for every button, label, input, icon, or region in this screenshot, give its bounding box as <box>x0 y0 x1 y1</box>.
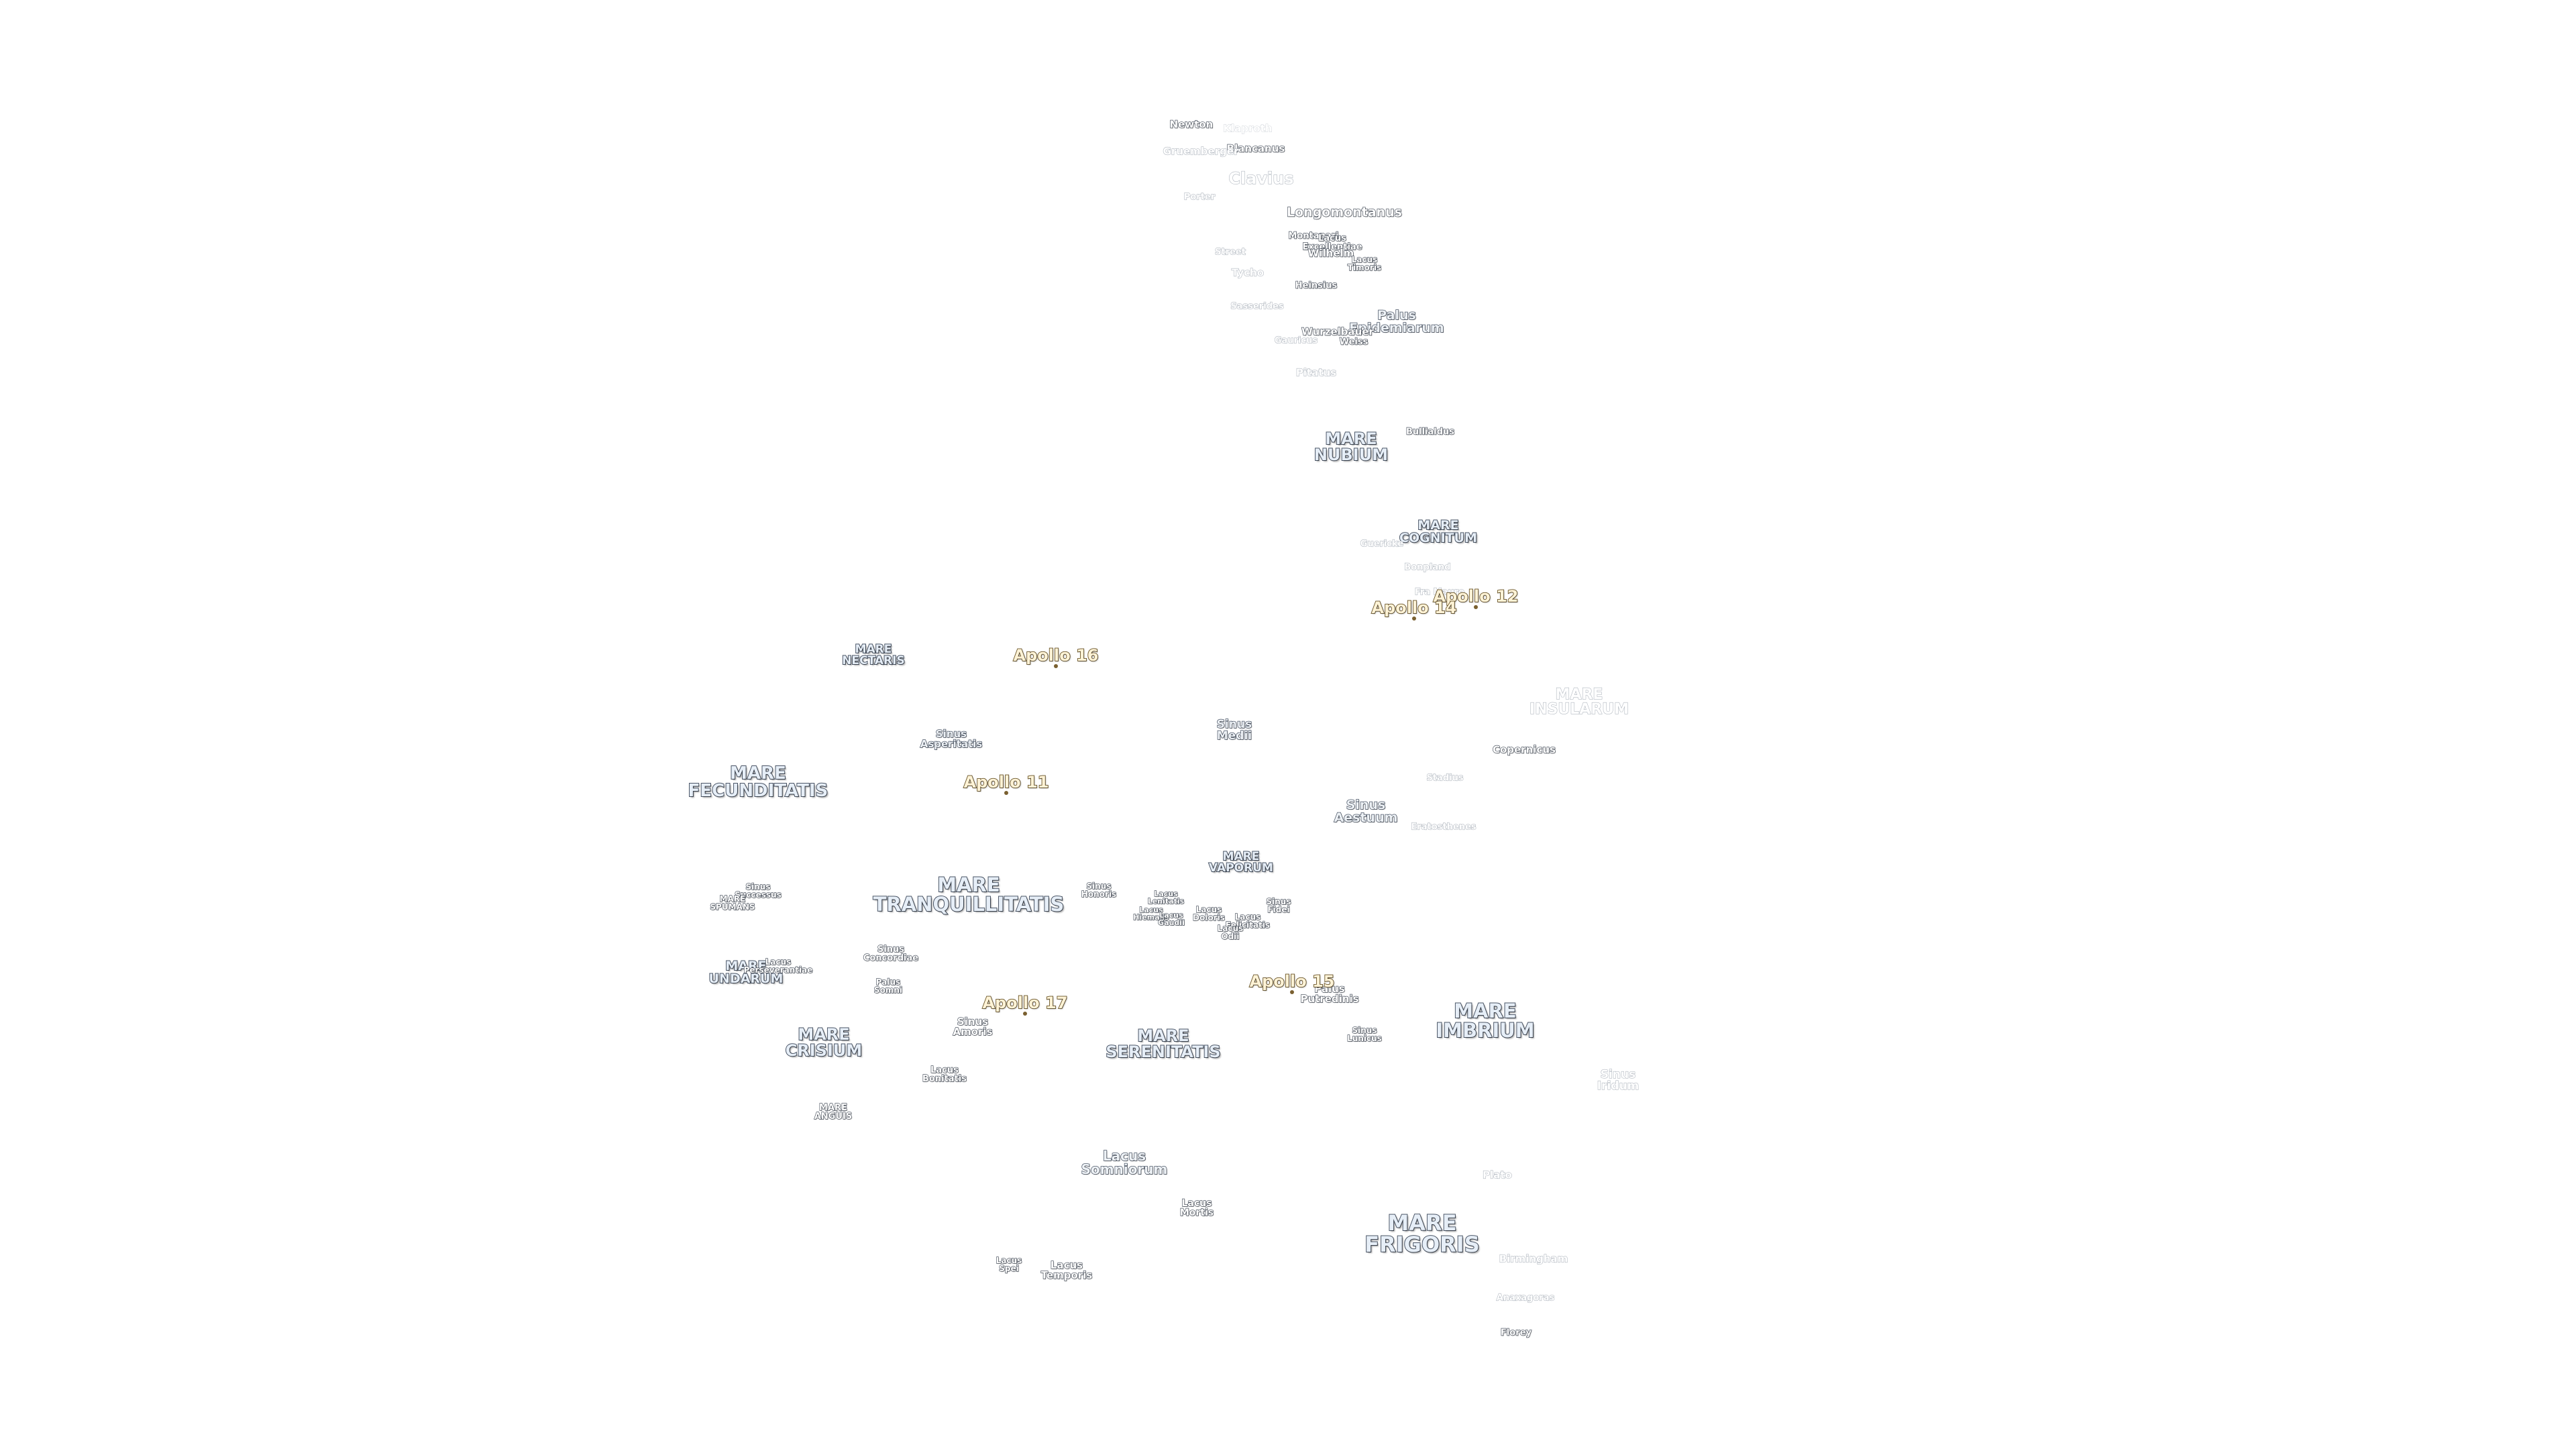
feature-label-gauricus[interactable]: Gauricus <box>1274 335 1318 346</box>
feature-label-sinus-medii[interactable]: Sinus Medii <box>1216 718 1252 743</box>
feature-label-weiss[interactable]: Weiss <box>1339 337 1368 347</box>
feature-label-lacus-hiemalis[interactable]: Lacus Hiemalis <box>1133 906 1170 922</box>
landing-site-marker-apollo-16[interactable] <box>1054 664 1058 668</box>
feature-label-lacus-excellentiae[interactable]: Lacus Excellentiae <box>1302 233 1362 252</box>
feature-label-lacus-felicitatis[interactable]: Lacus Felicitatis <box>1225 912 1271 930</box>
feature-label-lacus-perseverantiae[interactable]: Lacus Perseverantiae <box>743 957 813 975</box>
landing-site-marker-apollo-17[interactable] <box>1023 1012 1027 1016</box>
feature-label-mare-serenitatis[interactable]: MARE SERENITATIS <box>1105 1026 1221 1061</box>
feature-label-mare-anguis[interactable]: MARE ANGUIS <box>814 1103 853 1122</box>
feature-label-palus-somni[interactable]: Palus Somni <box>873 977 903 995</box>
feature-label-mare-undarum[interactable]: MARE UNDARUM <box>708 959 784 986</box>
feature-label-lacus-lenitatis[interactable]: Lacus Lenitatis <box>1147 890 1185 906</box>
feature-label-lacus-timoris[interactable]: Lacus Timoris <box>1347 255 1382 272</box>
feature-label-sinus-aestuum[interactable]: Sinus Aestuum <box>1334 798 1398 825</box>
landing-site-label-apollo-14[interactable]: Apollo 14 <box>1371 598 1458 617</box>
feature-label-lacus-bonitatis[interactable]: Lacus Bonitatis <box>922 1065 967 1084</box>
feature-label-mare-insularum[interactable]: MARE INSULARUM <box>1529 686 1629 718</box>
feature-label-mare-cognitum[interactable]: MARE COGNITUM <box>1399 518 1478 545</box>
feature-label-gruemberger[interactable]: Gruemberger <box>1163 145 1239 158</box>
feature-label-palus-epidemiarum[interactable]: Palus Epidemiarum <box>1349 308 1445 335</box>
feature-label-bullialdus[interactable]: Bullialdus <box>1405 427 1455 437</box>
feature-label-wilhelm[interactable]: Wilhelm <box>1307 247 1354 260</box>
feature-label-lacus-somniorum[interactable]: Lacus Somniorum <box>1081 1148 1168 1177</box>
feature-label-bonpland[interactable]: Bonpland <box>1404 562 1451 573</box>
landing-site-label-apollo-15[interactable]: Apollo 15 <box>1249 972 1336 991</box>
feature-label-mare-spumans[interactable]: MARE SPUMANS <box>710 894 756 912</box>
landing-site-marker-apollo-14[interactable] <box>1412 616 1416 621</box>
feature-label-sinus-lunicus[interactable]: Sinus Lunicus <box>1346 1026 1382 1043</box>
feature-label-blancanus[interactable]: Blancanus <box>1226 142 1285 155</box>
feature-label-mare-vaporum[interactable]: MARE VAPORUM <box>1208 850 1274 875</box>
feature-label-porter[interactable]: Porter <box>1183 192 1216 203</box>
landing-site-marker-apollo-15[interactable] <box>1290 990 1294 994</box>
feature-label-sinus-asperitatis[interactable]: Sinus Asperitatis <box>920 728 983 750</box>
feature-label-mare-fecunditatis[interactable]: MARE FECUNDITATIS <box>688 763 829 801</box>
feature-label-sinus-amoris[interactable]: Sinus Amoris <box>953 1016 993 1038</box>
feature-label-sinus-concordiae[interactable]: Sinus Concordiae <box>863 945 919 963</box>
feature-label-lacus-temporis[interactable]: Lacus Temporis <box>1040 1259 1093 1281</box>
landing-site-marker-apollo-11[interactable] <box>1004 791 1008 795</box>
feature-label-florey[interactable]: Florey <box>1500 1328 1532 1338</box>
feature-label-wurzelbauer[interactable]: Wurzelbauer <box>1301 325 1374 338</box>
feature-label-montanari[interactable]: Montanari <box>1288 231 1339 241</box>
feature-label-tycho[interactable]: Tycho <box>1231 266 1265 279</box>
landing-site-label-apollo-17[interactable]: Apollo 17 <box>982 994 1069 1012</box>
feature-label-pitatus[interactable]: Pitatus <box>1295 366 1337 379</box>
feature-label-sasserides[interactable]: Sasserides <box>1230 301 1284 312</box>
feature-label-plato[interactable]: Plato <box>1483 1169 1513 1181</box>
feature-label-lacus-doloris[interactable]: Lacus Doloris <box>1192 905 1225 922</box>
feature-label-mare-frigoris[interactable]: MARE FRIGORIS <box>1364 1210 1480 1257</box>
feature-label-mare-imbrium[interactable]: MARE IMBRIUM <box>1435 1000 1535 1042</box>
feature-label-lacus-gaudii[interactable]: Lacus Gaudii <box>1157 911 1185 927</box>
feature-label-palus-putredinis[interactable]: Palus Putredinis <box>1300 983 1359 1005</box>
landing-site-label-apollo-11[interactable]: Apollo 11 <box>963 773 1050 792</box>
feature-label-lacus-mortis[interactable]: Lacus Mortis <box>1179 1198 1214 1218</box>
feature-label-lacus-spei[interactable]: Lacus Spei <box>996 1256 1022 1273</box>
feature-label-anaxagoras[interactable]: Anaxagoras <box>1496 1293 1555 1303</box>
landing-site-label-apollo-12[interactable]: Apollo 12 <box>1433 587 1519 606</box>
feature-label-mare-nubium[interactable]: MARE NUBIUM <box>1313 429 1389 464</box>
feature-label-lacus-odii[interactable]: Lacus Odii <box>1217 924 1244 941</box>
feature-label-fra-mauro[interactable]: Fra Mauro <box>1414 587 1465 598</box>
landing-site-marker-apollo-12[interactable] <box>1474 605 1478 609</box>
feature-label-mare-nectaris[interactable]: MARE NECTARIS <box>841 643 905 667</box>
feature-label-longomontanus[interactable]: Longomontanus <box>1286 205 1402 220</box>
feature-label-sinus-honoris[interactable]: Sinus Honoris <box>1081 881 1117 899</box>
feature-label-street[interactable]: Street <box>1214 247 1246 258</box>
feature-label-mare-tranquillitatis[interactable]: MARE TRANQUILLITATIS <box>873 873 1065 916</box>
feature-label-sinus-successus[interactable]: Sinus Successus <box>735 882 782 900</box>
landing-site-label-apollo-16[interactable]: Apollo 16 <box>1013 646 1099 665</box>
feature-label-sinus-iridum[interactable]: Sinus Iridum <box>1597 1068 1640 1093</box>
feature-label-eratosthenes[interactable]: Eratosthenes <box>1411 822 1477 833</box>
feature-label-copernicus[interactable]: Copernicus <box>1492 743 1556 756</box>
feature-label-guericke[interactable]: Guericke <box>1360 539 1404 549</box>
feature-label-newton[interactable]: Newton <box>1169 118 1214 131</box>
feature-label-klaproth[interactable]: Klaproth <box>1223 122 1273 135</box>
feature-label-mare-crisium[interactable]: MARE CRISIUM <box>785 1025 863 1060</box>
feature-label-clavius[interactable]: Clavius <box>1228 169 1294 188</box>
feature-label-birmingham[interactable]: Birmingham <box>1499 1252 1568 1265</box>
feature-label-stadius[interactable]: Stadius <box>1426 773 1464 784</box>
feature-label-sinus-fidei[interactable]: Sinus Fidei <box>1266 897 1291 914</box>
feature-label-heinsius[interactable]: Heinsius <box>1295 280 1338 291</box>
